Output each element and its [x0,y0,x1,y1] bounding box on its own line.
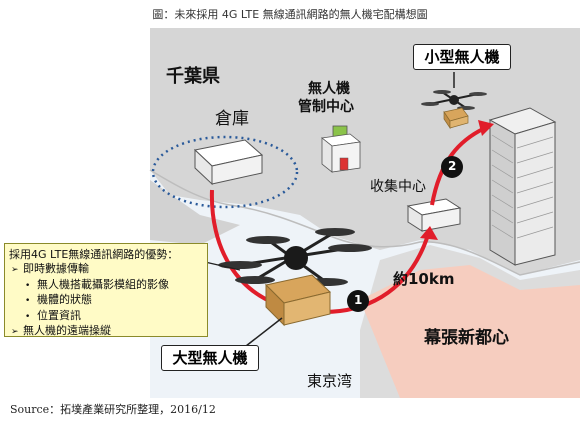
benefit-item: • 機體的狀態 [9,293,203,309]
collection-center-label: 收集中心 [370,179,426,195]
control-center-label-line1: 無人機 [308,81,350,97]
arrow-bullet-icon: ➢ [11,327,19,337]
control-center-label-line2: 管制中心 [298,99,354,115]
small-drone [421,90,487,130]
benefits-heading: 採用4G LTE無線通訊網路的優勢： [9,248,179,261]
benefit-leader [204,261,241,271]
benefit-item-text: 無人機的遠端操縱 [23,324,111,337]
dot-bullet-icon: • [25,280,31,291]
distance-label: 約10km [393,270,455,288]
benefit-item: • 無人機搭載攝影模組的影像 [9,278,203,294]
small-drone-label: 小型無人機 [413,44,511,70]
large-drone [218,228,372,327]
arrow-bullet-icon: ➢ [11,265,19,275]
benefit-item: • 位置資訊 [9,309,203,325]
benefit-item: ➢ 無人機的遠端操縱 [9,324,203,340]
source-note: Source：拓墣產業研究所整理，2016/12 [10,403,216,416]
high-rise-building [488,107,557,266]
large-drone-label: 大型無人機 [161,345,259,371]
route-arrow-1 [420,226,438,240]
step-2-marker [441,156,463,178]
step-1-marker [347,290,369,312]
benefit-item-text: 無人機搭載攝影模組的影像 [37,277,169,291]
benefit-item: ➢ 即時數據傳輸 [9,262,203,278]
step-1-label: 1 [354,293,363,307]
control-center-building [321,125,361,173]
benefits-list: ➢ 即時數據傳輸 • 無人機搭載攝影模組的影像 • 機體的狀態 • 位置資訊 ➢ 無人機的遠端操縱 [9,262,203,340]
warehouse-label: 倉庫 [215,109,249,129]
figure-title: 圖：未來採用 4G LTE 無線通訊網路的無人機宅配構想圖 [152,8,428,21]
land-peninsula [150,180,240,245]
warehouse-zone [151,135,299,209]
makuhari-area [360,265,580,398]
tokyo-bay-label: 東京湾 [307,372,353,390]
step-2-label: 2 [448,159,457,173]
prefecture-label: 千葉県 [166,66,220,87]
makuhari-label: 幕張新都心 [424,328,509,348]
route-arrow-2 [478,120,494,136]
benefit-item-text: 即時數據傳輸 [23,262,89,275]
dot-bullet-icon: • [25,296,31,306]
warehouse-building [193,139,264,186]
route-leg-2 [430,126,486,206]
benefit-item-text: 機體的狀態 [37,293,92,306]
large-drone-leader [245,317,283,347]
dot-bullet-icon: • [25,311,31,322]
benefit-item-text: 位置資訊 [37,308,81,322]
land-north [150,28,580,275]
benefits-box: 採用4G LTE無線通訊網路的優勢： ➢即時數據傳輸•無人機搭載攝影模組的影像•… [4,243,208,337]
